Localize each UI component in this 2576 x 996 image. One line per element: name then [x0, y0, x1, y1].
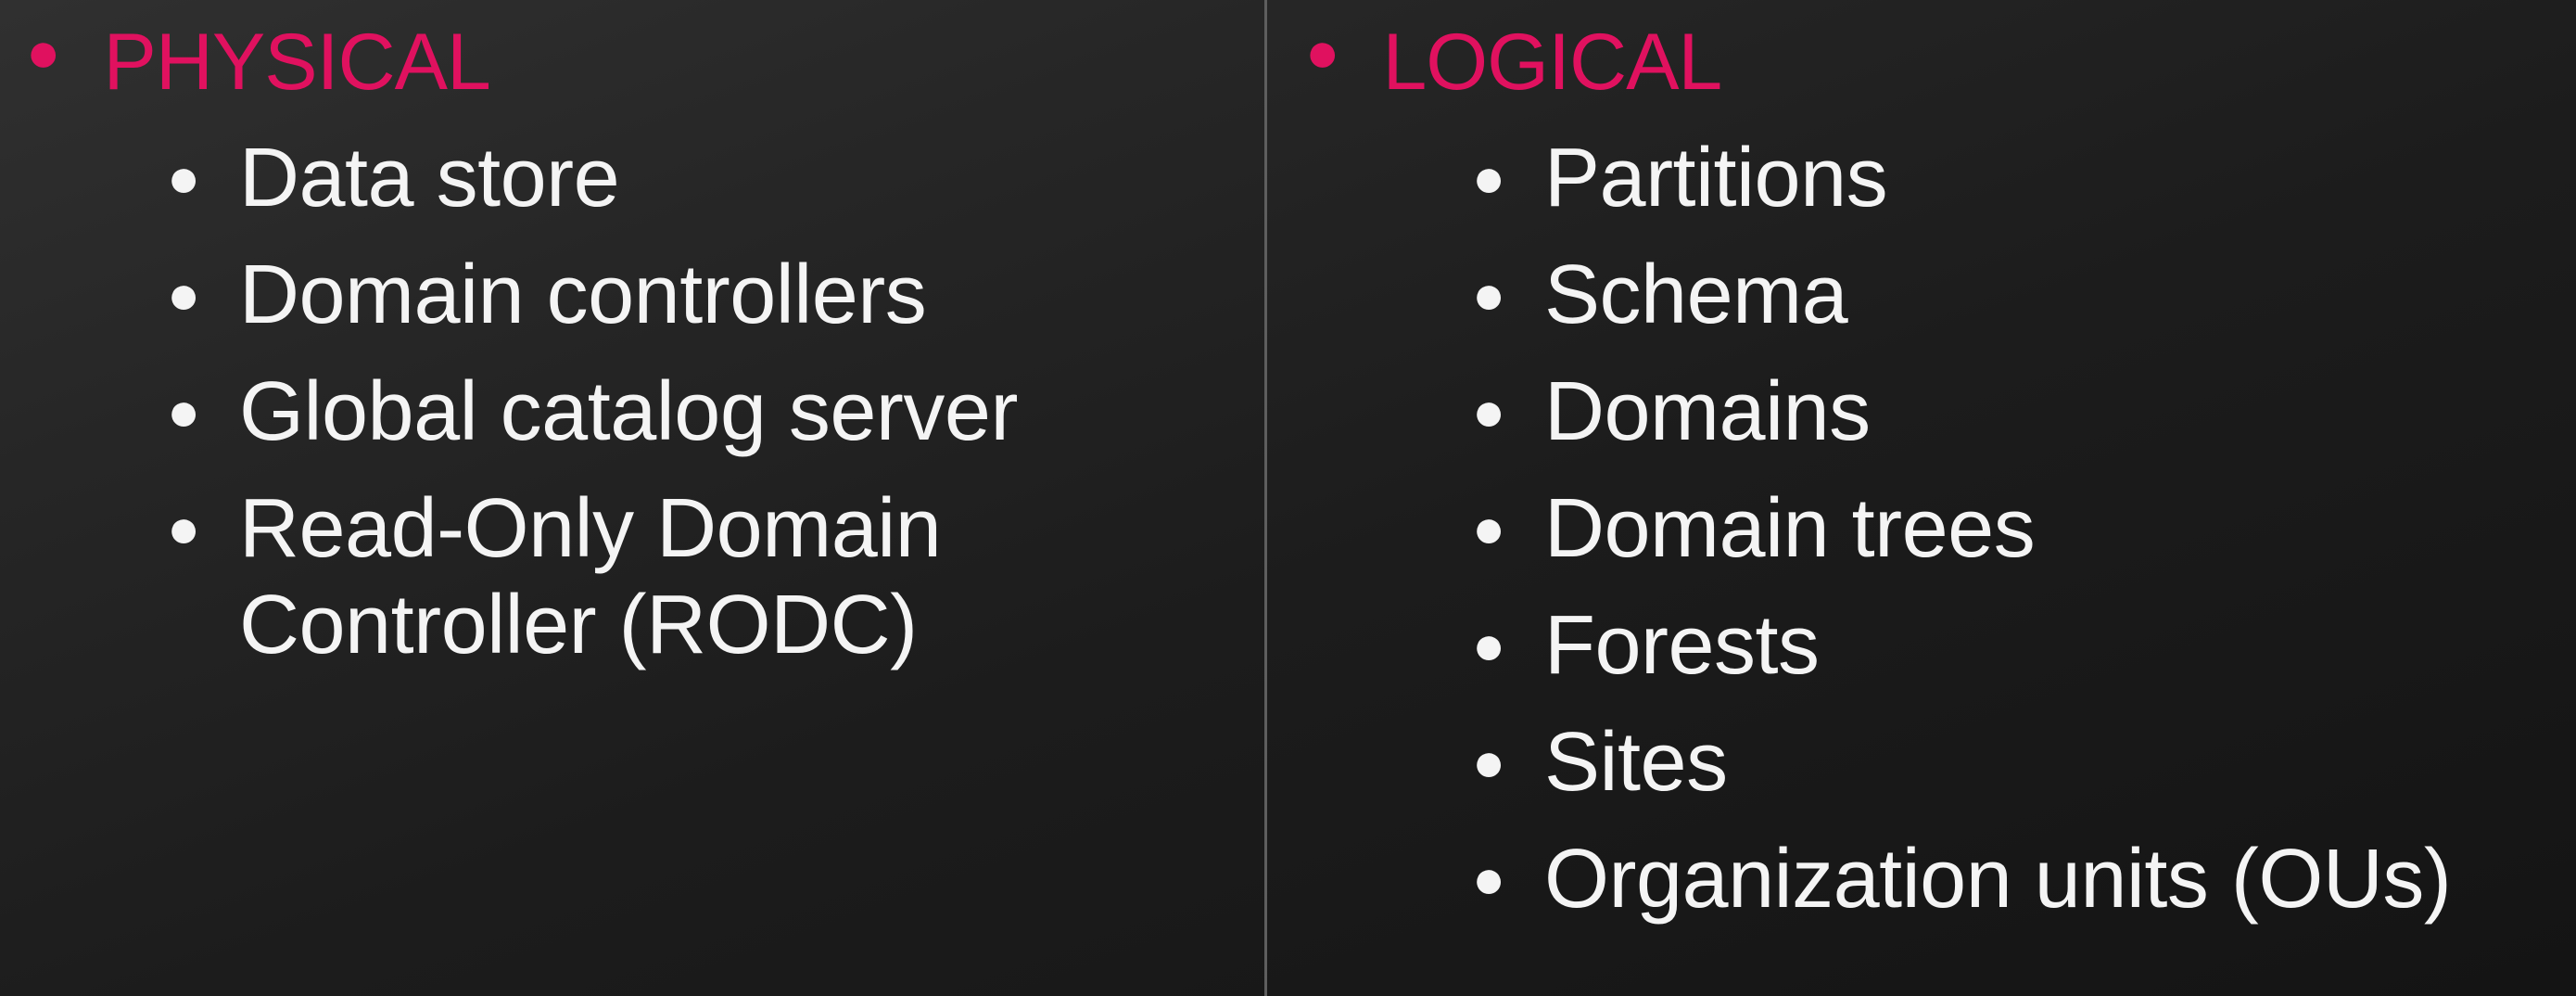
logical-list: ● Partitions ● Schema ● Domains ● Domain…: [1472, 130, 2564, 948]
bullet-icon: ●: [1472, 614, 1506, 676]
list-item-text: Global catalog server: [239, 365, 1018, 458]
list-item: ● Forests: [1472, 597, 2564, 694]
list-item: ● Organization units (OUs): [1472, 831, 2564, 927]
bullet-icon: ●: [167, 147, 201, 209]
list-item: ● Global catalog server: [167, 364, 1166, 460]
list-item-text: Domain controllers: [239, 249, 927, 341]
physical-heading-label: PHYSICAL: [103, 18, 490, 107]
bullet-icon: ●: [167, 497, 201, 559]
physical-heading: ● PHYSICAL: [26, 11, 491, 113]
list-item: ● Sites: [1472, 714, 2564, 811]
list-item: ● Data store: [167, 130, 1166, 226]
list-item: ● Schema: [1472, 247, 2564, 343]
list-item-text: Partitions: [1544, 132, 1888, 224]
list-item-text: Organization units (OUs): [1544, 833, 2452, 926]
bullet-icon: ●: [1472, 497, 1506, 559]
column-divider: [1264, 0, 1267, 996]
heading-bullet-icon: ●: [1305, 20, 1340, 84]
bullet-icon: ●: [1472, 731, 1506, 793]
list-item: ● Partitions: [1472, 130, 2564, 226]
logical-heading: ● LOGICAL: [1305, 11, 1722, 113]
bullet-icon: ●: [1472, 380, 1506, 442]
list-item-text: Sites: [1544, 716, 1728, 809]
list-item: ● Domain controllers: [167, 247, 1166, 343]
bullet-icon: ●: [167, 263, 201, 326]
list-item-text: Domains: [1544, 365, 1871, 458]
bullet-icon: ●: [167, 380, 201, 442]
list-item: ● Read-Only Domain Controller (RODC): [167, 480, 1166, 673]
list-item: ● Domain trees: [1472, 480, 2564, 577]
list-item-text: Forests: [1544, 599, 1820, 692]
heading-bullet-icon: ●: [26, 20, 61, 84]
bullet-icon: ●: [1472, 263, 1506, 326]
physical-list: ● Data store ● Domain controllers ● Glob…: [167, 130, 1166, 694]
list-item-text: Read-Only Domain Controller (RODC): [239, 482, 942, 671]
list-item-text: Domain trees: [1544, 482, 2036, 575]
list-item-text: Schema: [1544, 249, 1848, 341]
bullet-icon: ●: [1472, 848, 1506, 910]
list-item: ● Domains: [1472, 364, 2564, 460]
logical-heading-label: LOGICAL: [1382, 18, 1722, 107]
list-item-text: Data store: [239, 132, 620, 224]
bullet-icon: ●: [1472, 147, 1506, 209]
